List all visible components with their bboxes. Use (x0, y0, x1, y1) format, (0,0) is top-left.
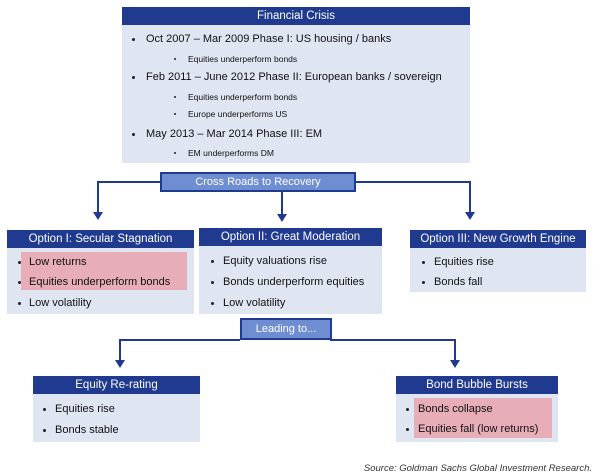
option-3-item-2: Bonds fall (434, 276, 483, 288)
financial-crisis-panel: Financial Crisis Oct 2007 – Mar 2009 Pha… (122, 7, 470, 163)
arrow-to-equity-rerating (119, 339, 240, 362)
leading-to-label: Leading to... (255, 323, 317, 335)
option-1-panel: Option I: Secular Stagnation Low returns… (7, 230, 194, 314)
bullet-dot (211, 302, 214, 305)
option-2-item-2: Bonds underperform equities (223, 276, 365, 288)
bond-bubble-item-2: Equities fall (low returns) (418, 423, 539, 435)
bullet-dot (18, 261, 21, 264)
option-3-panel: Option III: New Growth Engine Equities r… (410, 230, 586, 292)
bullet-dot (132, 133, 135, 136)
bullet-dot (18, 281, 21, 284)
bullet-dot (422, 261, 425, 264)
equity-rerating-item-2: Bonds stable (55, 424, 119, 436)
bullet-dot (406, 428, 409, 431)
crisis-phase-1: Oct 2007 – Mar 2009 Phase I: US housing … (146, 33, 392, 45)
bullet-dot (132, 38, 135, 41)
option-1-item-1: Low returns (29, 256, 87, 268)
bullet-dot (43, 429, 46, 432)
crisis-phase-3-sub-1: EM underperforms DM (188, 148, 274, 158)
crisis-phase-2-sub-2: Europe underperforms US (188, 109, 288, 119)
arrow-to-option-1 (97, 181, 160, 214)
bullet-dot (174, 58, 176, 60)
arrow-to-bond-bubble (330, 339, 456, 362)
bullet-dot (43, 408, 46, 411)
leading-to-banner: Leading to... (240, 318, 332, 340)
equity-rerating-item-1: Equities rise (55, 403, 115, 415)
equity-rerating-panel: Equity Re-rating Equities rise Bonds sta… (33, 376, 200, 442)
crossroads-label: Cross Roads to Recovery (195, 176, 321, 188)
arrow-to-option-3 (356, 181, 471, 214)
bullet-dot (174, 113, 176, 115)
option-1-title: Option I: Secular Stagnation (7, 230, 194, 248)
highlight-box (414, 398, 552, 438)
option-1-item-3: Low volatility (29, 297, 92, 309)
option-2-panel: Option II: Great Moderation Equity valua… (199, 228, 382, 314)
bullet-dot (174, 152, 176, 154)
equity-rerating-title: Equity Re-rating (33, 376, 200, 394)
option-2-item-1: Equity valuations rise (223, 255, 327, 267)
option-2-title: Option II: Great Moderation (199, 228, 382, 246)
crisis-phase-1-sub-1: Equities underperform bonds (188, 54, 298, 64)
bond-bubble-title: Bond Bubble Bursts (396, 376, 558, 394)
source-note: Source: Goldman Sachs Global Investment … (363, 463, 592, 474)
bullet-dot (422, 281, 425, 284)
option-3-item-1: Equities rise (434, 256, 494, 268)
crisis-phase-3: May 2013 – Mar 2014 Phase III: EM (146, 128, 323, 140)
crisis-phase-2: Feb 2011 – June 2012 Phase II: European … (146, 71, 442, 83)
bullet-dot (211, 260, 214, 263)
crisis-phase-2-sub-1: Equities underperform bonds (188, 92, 298, 102)
highlight-box (21, 252, 187, 290)
bullet-dot (174, 96, 176, 98)
bullet-dot (406, 408, 409, 411)
bond-bubble-item-1: Bonds collapse (418, 403, 493, 415)
option-1-item-2: Equities underperform bonds (29, 276, 171, 288)
option-3-title: Option III: New Growth Engine (410, 230, 586, 248)
bullet-dot (18, 302, 21, 305)
option-2-item-3: Low volatility (223, 297, 286, 309)
bullet-dot (132, 76, 135, 79)
financial-crisis-title: Financial Crisis (122, 7, 470, 25)
bond-bubble-panel: Bond Bubble Bursts Bonds collapse Equiti… (396, 376, 558, 442)
crossroads-banner: Cross Roads to Recovery (160, 172, 356, 192)
bullet-dot (211, 281, 214, 284)
